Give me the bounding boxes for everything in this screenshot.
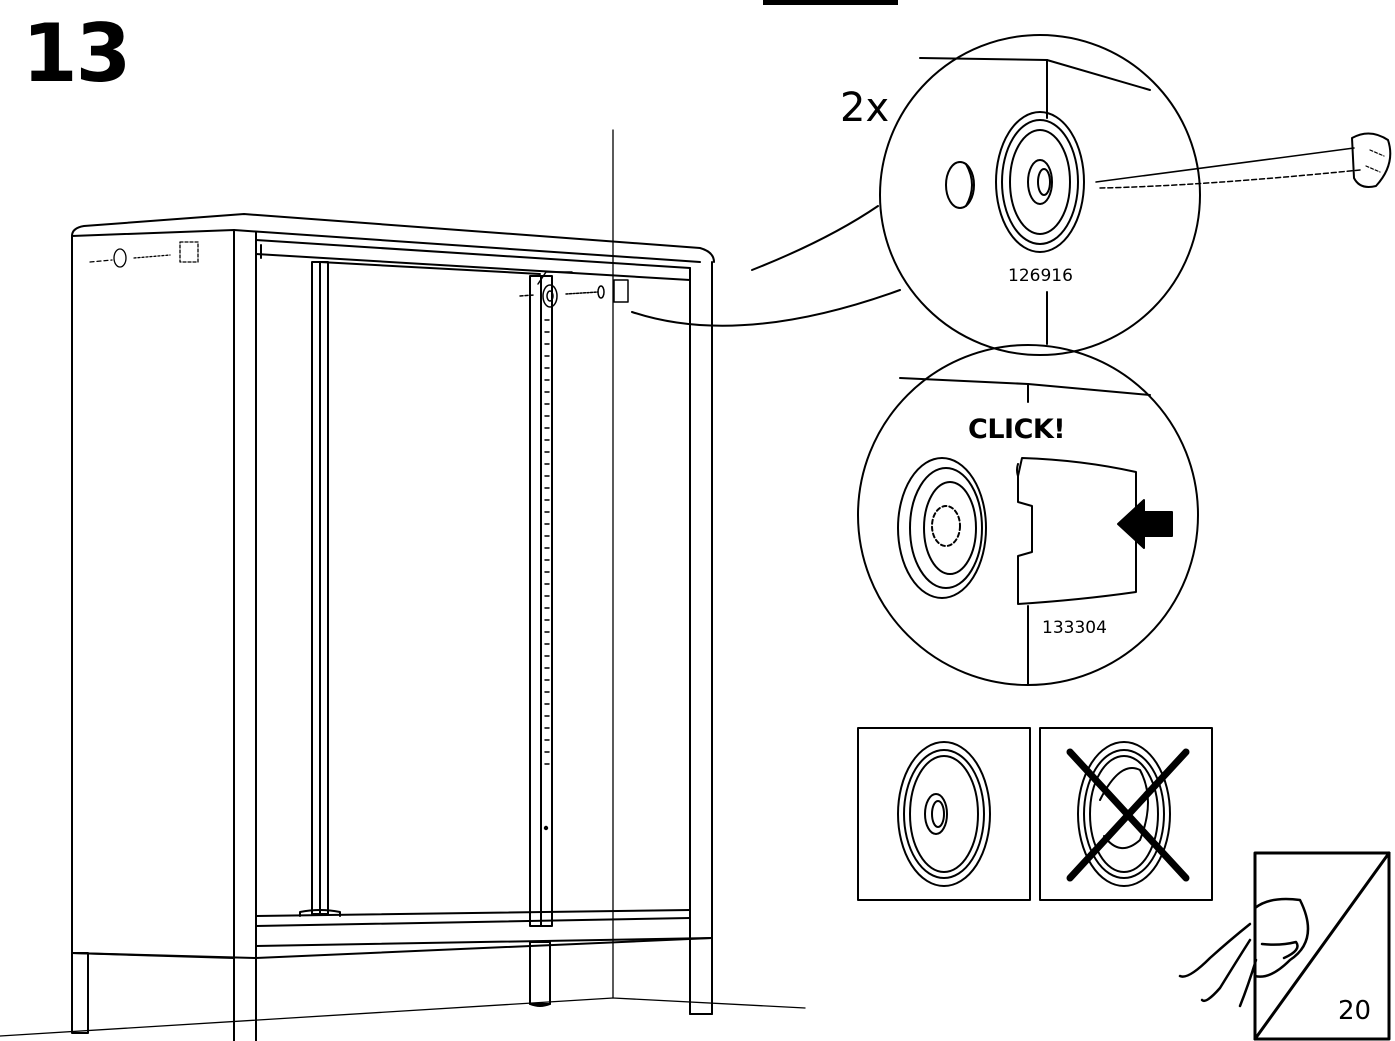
incorrect-cross-icon <box>1039 727 1213 901</box>
part-number-cap: 133304 <box>1042 618 1107 638</box>
side-screw-hint <box>89 241 199 268</box>
detail-circle-cap <box>857 344 1199 686</box>
quantity-label: 2x <box>840 85 890 131</box>
correct-orientation-icon <box>857 727 1031 901</box>
detail-circle-screw-cover <box>879 34 1392 356</box>
part-number-screw-cover: 126916 <box>1008 266 1073 286</box>
callout-pointer <box>631 205 901 327</box>
push-arrow <box>1117 499 1173 549</box>
page-turn-icon <box>1178 851 1391 1041</box>
rear-screw-on-cabinet <box>519 271 629 308</box>
hole-pattern <box>543 319 550 831</box>
step-number: 13 <box>22 7 131 100</box>
top-edge-mark <box>763 0 898 5</box>
page-number: 20 <box>1338 996 1372 1026</box>
cabinet-frame <box>71 213 715 1041</box>
click-label: CLICK! <box>968 414 1066 445</box>
